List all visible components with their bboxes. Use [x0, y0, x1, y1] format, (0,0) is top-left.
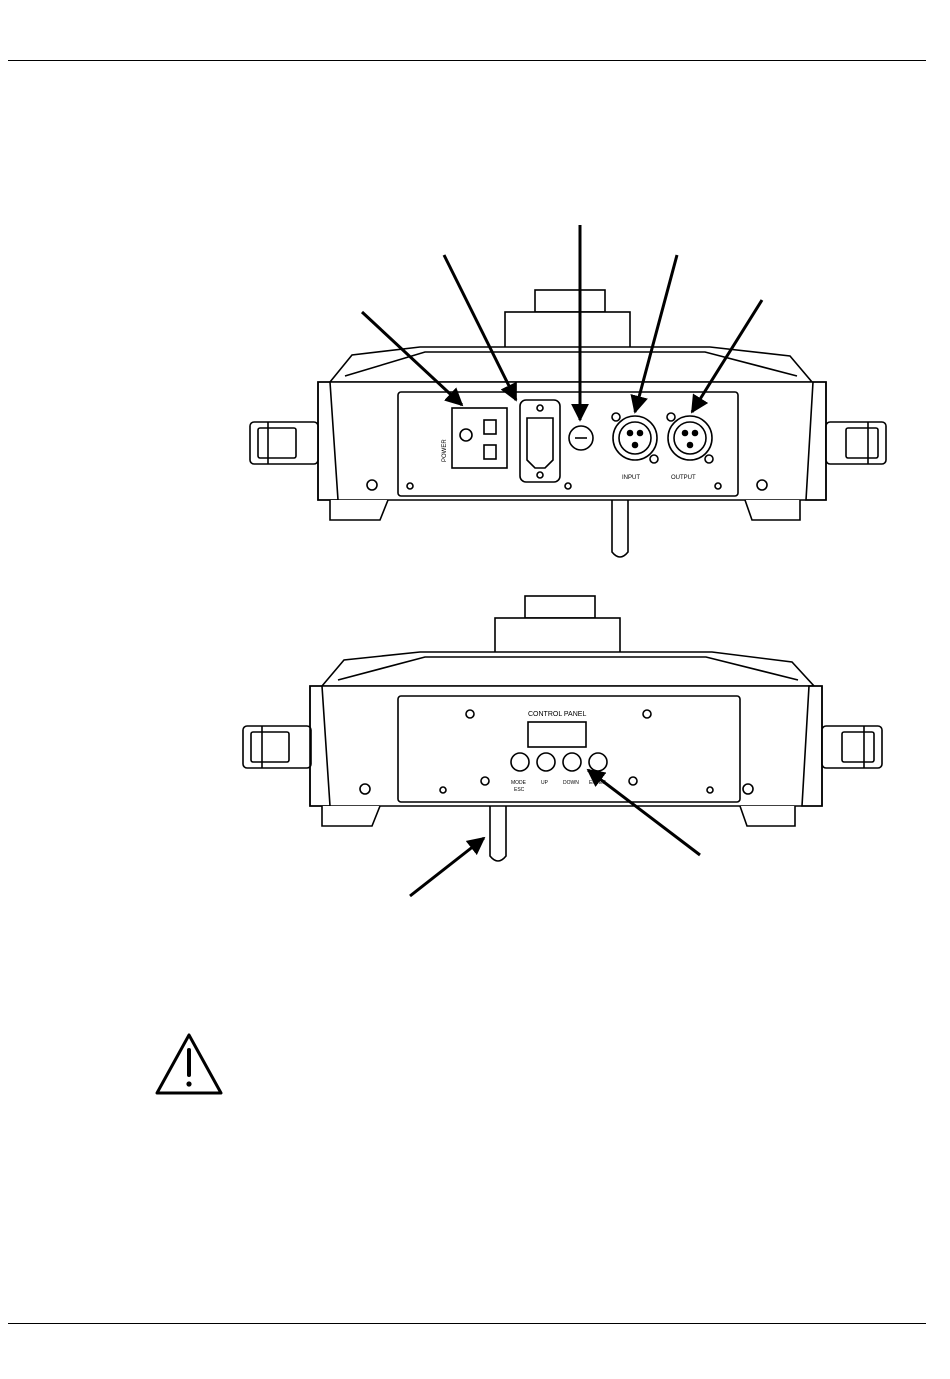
- enter-button[interactable]: [589, 753, 607, 771]
- up-button-label: UP: [541, 780, 549, 786]
- down-button[interactable]: [563, 753, 581, 771]
- mode-button-sublabel: ESC: [514, 787, 525, 793]
- up-button[interactable]: [537, 753, 555, 771]
- rear-view-fixture: POWER INPUT OUTPUT: [250, 290, 886, 557]
- front-view-fixture: CONTROL PANEL MODE ESC UP DOWN ENTER: [243, 596, 882, 861]
- mode-button-label: MODE: [511, 780, 527, 786]
- dmx-input-label: INPUT: [622, 475, 640, 481]
- warning-triangle-icon: [157, 1035, 221, 1093]
- control-panel-label: CONTROL PANEL: [528, 711, 586, 718]
- arrow-bracket: [410, 838, 484, 896]
- mode-button[interactable]: [511, 753, 529, 771]
- dmx-output-label: OUTPUT: [671, 475, 696, 481]
- power-outlet-label: POWER: [442, 439, 448, 462]
- down-button-label: DOWN: [563, 780, 579, 786]
